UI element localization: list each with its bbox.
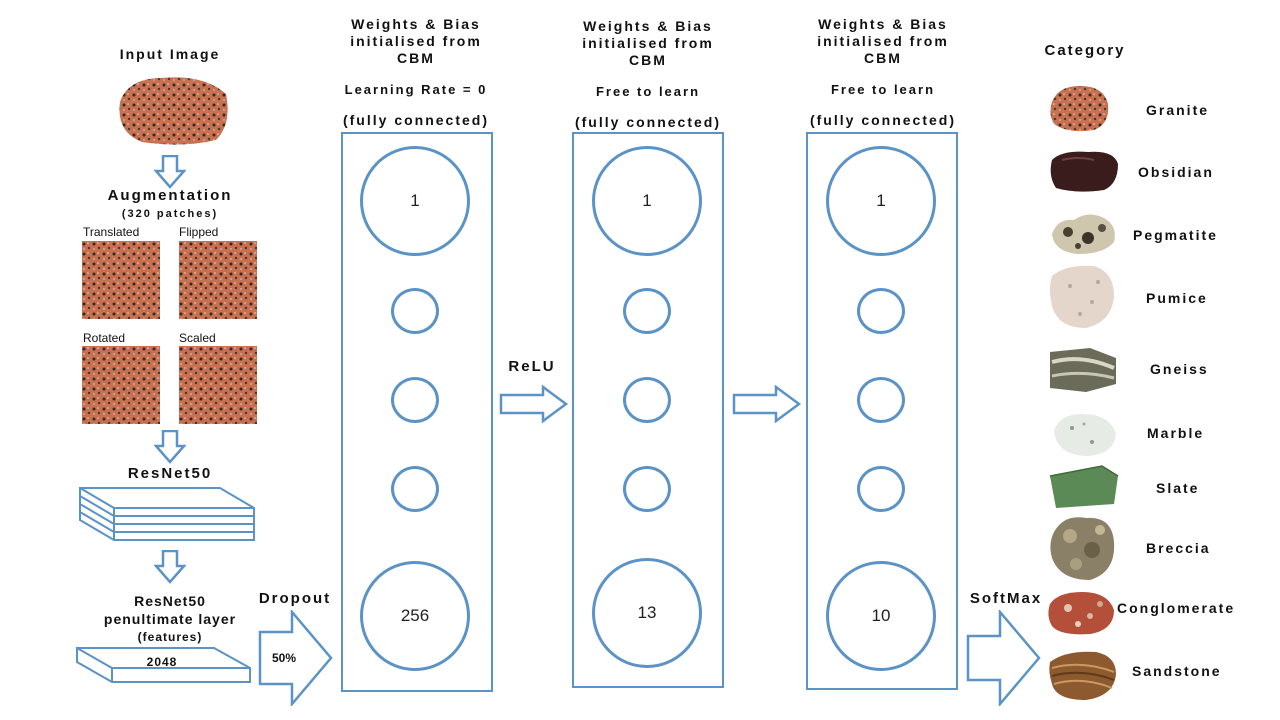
resnet-title: ResNet50 — [127, 465, 213, 482]
layer1-type: (fully connected) — [342, 112, 489, 128]
dropout-rate: 50% — [271, 651, 297, 665]
marble-icon — [1054, 414, 1116, 456]
layer2-node — [623, 466, 671, 512]
down-arrow-icon — [154, 550, 186, 584]
pegmatite-icon — [1052, 214, 1115, 254]
layer1-header-1: Weights & Bias — [351, 16, 481, 32]
category-title: Category — [1044, 42, 1126, 59]
layer2-type: (fully connected) — [574, 114, 721, 130]
layer1-header-2: initialised from — [350, 33, 482, 49]
pumice-icon — [1050, 265, 1114, 328]
breccia-icon — [1050, 517, 1115, 580]
feature-vector-slab — [76, 647, 251, 683]
category-label-slate: Slate — [1156, 480, 1200, 496]
patch-label-scaled: Scaled — [179, 331, 216, 345]
down-arrow-icon — [154, 155, 186, 189]
category-label-pegmatite: Pegmatite — [1133, 227, 1218, 243]
gneiss-icon — [1050, 348, 1116, 392]
layer3-node — [857, 377, 905, 423]
layer2-header-1: Weights & Bias — [583, 18, 713, 34]
layer1-node-first: 1 — [360, 146, 470, 256]
layer1-node — [391, 377, 439, 423]
softmax-arrow-icon — [966, 610, 1041, 706]
input-rock-image — [119, 77, 228, 145]
layer1-node-last: 256 — [360, 561, 470, 671]
category-label-gneiss: Gneiss — [1150, 361, 1209, 377]
layer1-node — [391, 466, 439, 512]
category-label-sandstone: Sandstone — [1132, 663, 1222, 679]
category-label-conglomerate: Conglomerate — [1117, 600, 1236, 616]
layer3-note: Free to learn — [830, 82, 936, 97]
relu-arrow-icon — [499, 385, 569, 423]
category-label-pumice: Pumice — [1146, 290, 1208, 306]
patch-scaled-image — [179, 346, 257, 424]
layer2-node-first: 1 — [592, 146, 702, 256]
augmentation-title: Augmentation — [107, 187, 233, 204]
resnet-stack-icon — [79, 487, 255, 541]
category-label-marble: Marble — [1147, 425, 1205, 441]
augmentation-subtitle: (320 patches) — [121, 208, 219, 220]
layer2-node — [623, 288, 671, 334]
dropout-label: Dropout — [258, 590, 332, 607]
input-image-title: Input Image — [119, 46, 221, 62]
relu-label: ReLU — [508, 358, 556, 375]
layer1-header-3: CBM — [397, 50, 435, 66]
layer3-header-2: initialised from — [817, 33, 949, 49]
patch-rotated-image — [82, 346, 160, 424]
layer3-node — [857, 288, 905, 334]
category-label-granite: Granite — [1146, 102, 1210, 118]
category-label-obsidian: Obsidian — [1138, 164, 1214, 180]
feature-count: 2048 — [146, 655, 178, 669]
layer3-type: (fully connected) — [809, 112, 956, 128]
granite-icon — [1050, 86, 1109, 132]
dropout-arrow-icon — [258, 610, 333, 706]
penultimate-line3: (features) — [137, 630, 203, 644]
penultimate-line1: ResNet50 — [134, 593, 206, 609]
penultimate-line2: penultimate layer — [103, 611, 237, 627]
right-arrow-icon — [732, 385, 802, 423]
patch-flipped-image — [179, 241, 257, 319]
sandstone-icon — [1049, 651, 1116, 700]
layer3-node-first: 1 — [826, 146, 936, 256]
layer3-header-1: Weights & Bias — [818, 16, 948, 32]
layer2-node — [623, 377, 671, 423]
layer2-node-last: 13 — [592, 558, 702, 668]
down-arrow-icon — [154, 430, 186, 464]
layer3-node — [857, 466, 905, 512]
conglomerate-icon — [1048, 592, 1114, 635]
category-label-breccia: Breccia — [1146, 540, 1211, 556]
layer1-node — [391, 288, 439, 334]
layer3-node-last: 10 — [826, 561, 936, 671]
patch-label-flipped: Flipped — [179, 225, 219, 239]
patch-translated-image — [82, 241, 160, 319]
patch-label-translated: Translated — [83, 225, 140, 239]
layer2-note: Free to learn — [595, 84, 701, 99]
obsidian-icon — [1050, 151, 1118, 192]
layer2-header-3: CBM — [629, 52, 667, 68]
patch-label-rotated: Rotated — [83, 331, 126, 345]
layer2-header-2: initialised from — [582, 35, 714, 51]
layer1-note: Learning Rate = 0 — [344, 82, 488, 97]
softmax-label: SoftMax — [969, 590, 1043, 607]
slate-icon — [1049, 465, 1119, 508]
layer3-header-3: CBM — [864, 50, 902, 66]
